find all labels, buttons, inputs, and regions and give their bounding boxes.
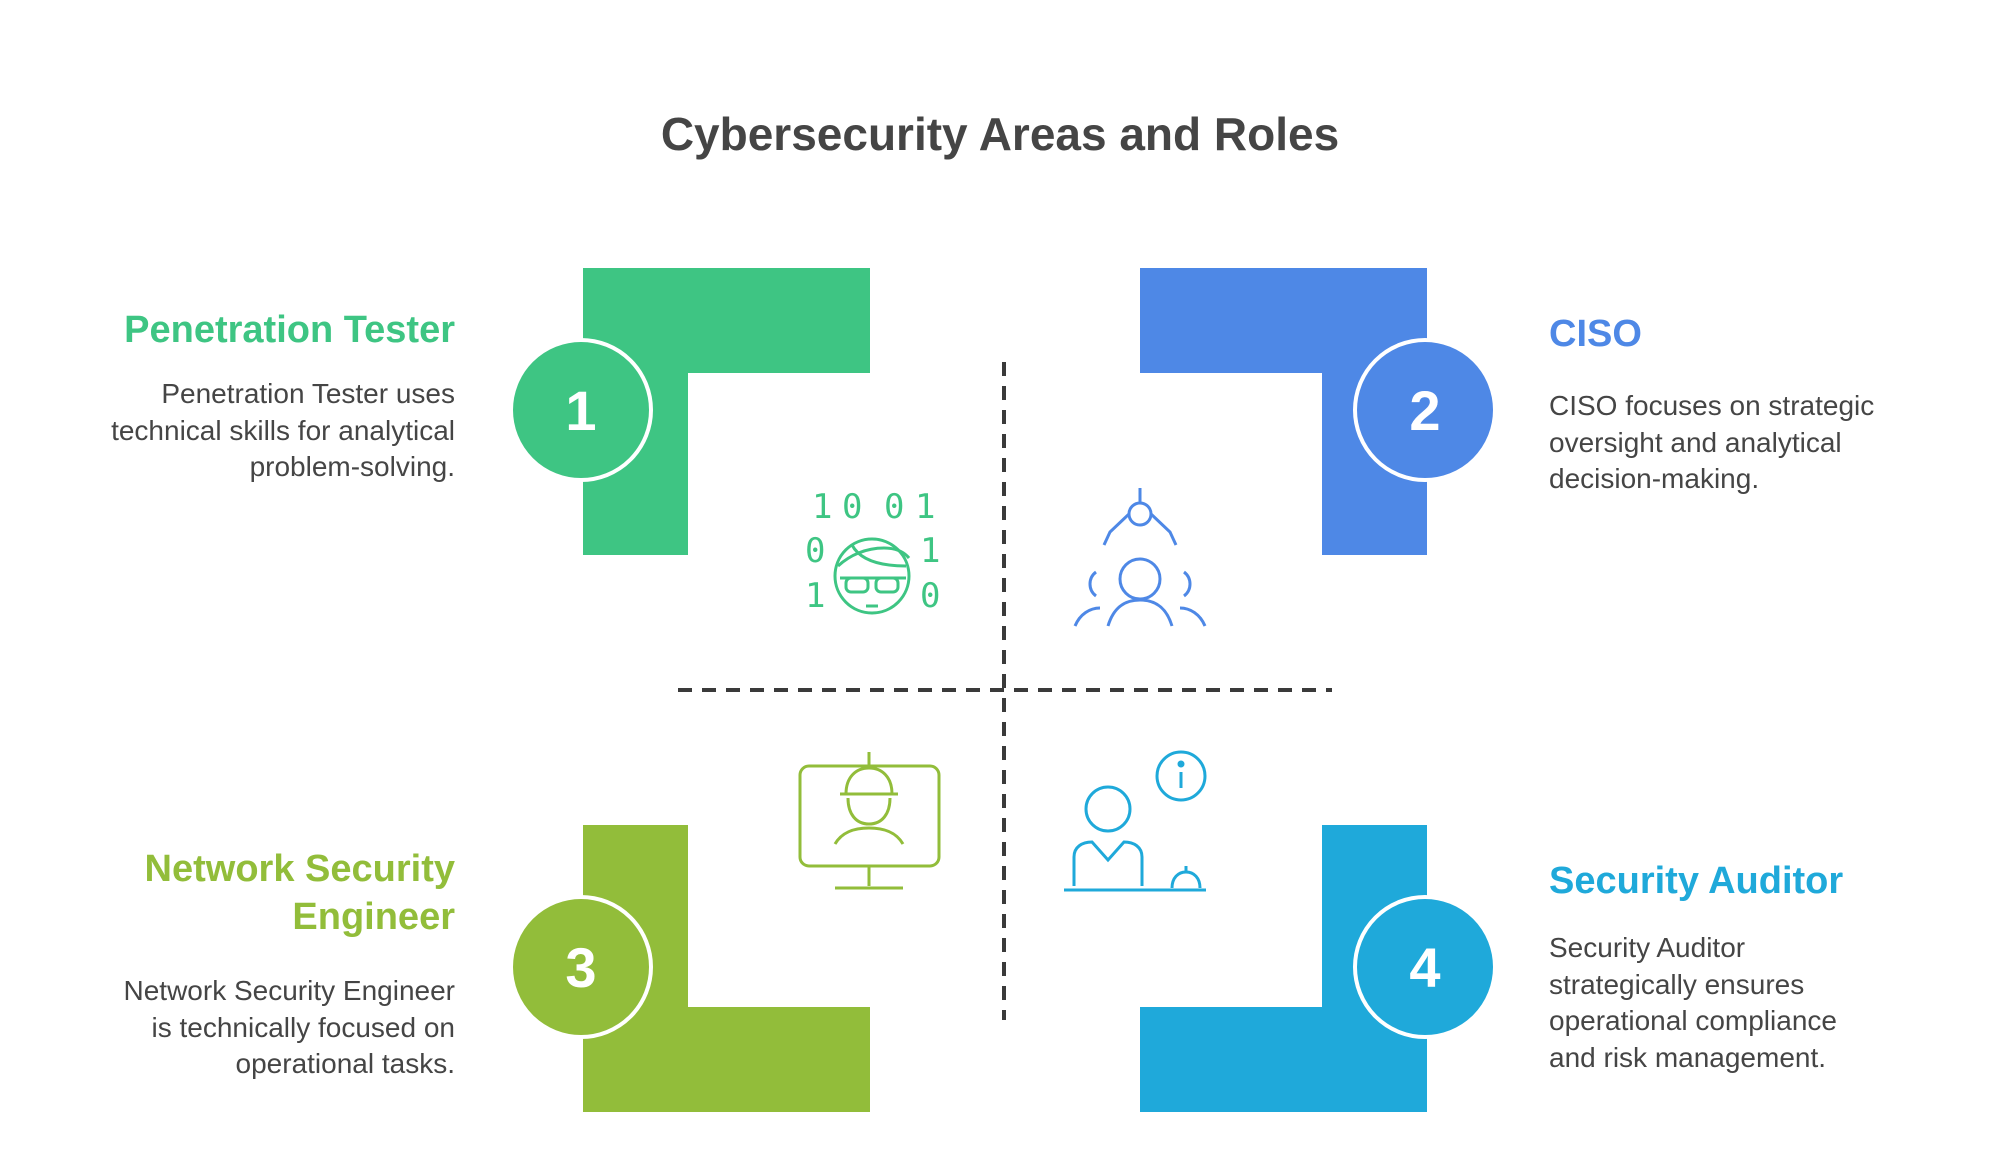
bracket-4 <box>1140 825 1427 1112</box>
step-number-3: 3 <box>509 895 653 1039</box>
quadrant-description-penetration-tester: Penetration Tester uses technical skills… <box>111 378 455 482</box>
hacker-binary-icon: 1 0 0 1 0 1 1 0 <box>805 487 940 616</box>
step-number-4: 4 <box>1353 895 1497 1039</box>
svg-text:0: 0 <box>920 576 940 616</box>
svg-text:1: 1 <box>915 487 935 527</box>
quadrant-title-ciso: CISO <box>1549 313 1642 355</box>
page-title: Cybersecurity Areas and Roles <box>660 108 1340 160</box>
leader-team-icon <box>1073 488 1207 627</box>
bracket-1 <box>583 268 870 555</box>
quadrant-description-network-security-engineer: Network Security Engineer is technically… <box>123 975 455 1079</box>
quadrant-description-security-auditor: Security Auditor strategically ensures o… <box>1549 932 1837 1073</box>
svg-text:0: 0 <box>884 487 904 527</box>
svg-text:0: 0 <box>842 487 862 527</box>
quadrant-description-ciso: CISO focuses on strategic oversight and … <box>1549 390 1875 494</box>
auditor-info-icon <box>1064 750 1207 892</box>
step-number-1: 1 <box>509 338 653 482</box>
quadrant-title-network-security-engineer: Network Security Engineer <box>144 848 455 938</box>
quadrant-title-security-auditor: Security Auditor <box>1549 860 1844 902</box>
svg-text:1: 1 <box>805 576 825 616</box>
quadrant-title-penetration-tester: Penetration Tester <box>124 309 455 351</box>
bracket-2 <box>1140 268 1427 555</box>
bracket-3 <box>583 825 870 1112</box>
svg-text:0: 0 <box>805 531 825 571</box>
engineer-monitor-icon <box>798 752 941 890</box>
svg-text:1: 1 <box>812 487 832 527</box>
step-number-2: 2 <box>1353 338 1497 482</box>
svg-text:1: 1 <box>920 531 940 571</box>
